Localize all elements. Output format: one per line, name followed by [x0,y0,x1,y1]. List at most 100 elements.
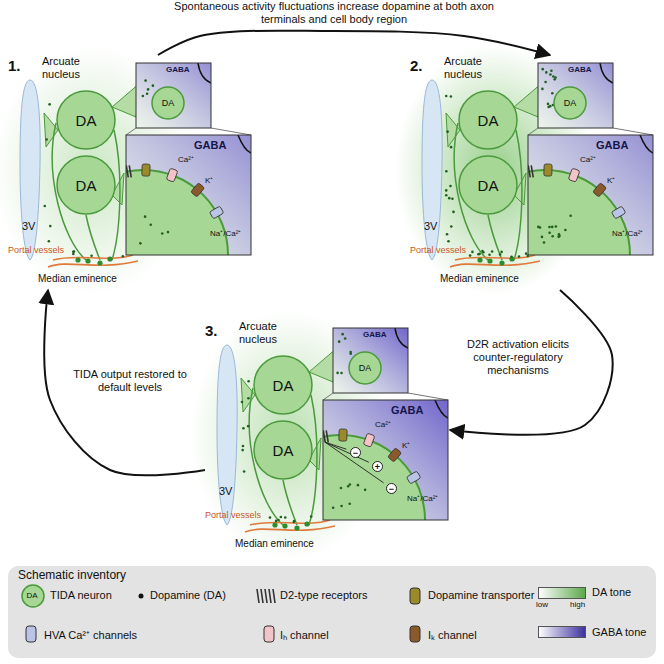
ion-label: K⁺ [205,176,213,185]
dopamine-dot [558,233,561,236]
neuron-membrane [323,435,425,520]
zoom-line [126,128,136,135]
legend-text: Dopamine transporter [428,589,534,601]
ion-label: Ca²⁺ [375,420,391,429]
axon-terminal [107,256,112,261]
dopamine-dot [518,255,521,258]
dopamine-dot [548,226,551,229]
d2-receptor [531,165,533,177]
panel: 1.DADADAArcuate nucleusGABAGABA3VPortal … [8,55,253,290]
dopamine-dot [564,229,567,232]
dopamine-dot [451,197,454,200]
legend-channel [26,626,36,642]
dopamine-dot [48,103,51,106]
dopamine-dot [549,73,552,76]
zoom-line [528,128,538,135]
dopamine-dot [452,211,455,214]
scale-label: low [536,600,548,609]
dopamine-dot [545,71,548,74]
dopamine-dot [49,225,52,228]
dopamine-dot [446,233,449,236]
k-channel [593,183,607,197]
sign-symbol: + [372,461,383,472]
dopamine-dot [340,505,343,508]
dopamine-dot [450,146,453,149]
edge-label: TIDA output restored to default levels [62,368,198,394]
dopamine-dot [357,484,360,487]
legend-text: TIDA neuron [50,589,112,601]
legend-channel [410,626,420,642]
dopamine-dot [44,205,47,208]
inset-frame [323,400,448,520]
gaba-terminal [238,135,251,153]
neuron-outline [554,87,586,119]
dopamine-dot [280,516,283,519]
dopamine-dot [144,215,147,218]
inset-frame [333,328,408,393]
hva-channel [209,206,223,219]
gaba-tone [136,63,211,128]
neuron-label: DA [478,112,499,129]
legend-text: DA tone [592,586,631,598]
scale-label: high [570,600,585,609]
dopamine-dot [446,130,449,133]
inset-frame [136,63,211,128]
gaba-terminal [435,400,448,418]
panel: 3.DADADAArcuate nucleusGABAGABA3VPortal … [205,320,450,555]
neuron-circle: DA [348,351,382,385]
axon-terminal [499,260,504,265]
dopamine-dot [449,185,452,188]
gaba-label: GABA [391,404,423,417]
legend-swatch [539,588,586,599]
dopamine-dot [364,489,367,492]
dopamine-dot [277,519,280,522]
legend-neuron [22,585,44,607]
dopamine-dot [499,253,502,256]
neuron-outline [459,156,517,214]
legend-sample [538,587,586,599]
dopamine-dot [548,232,551,235]
dopamine-dot [537,226,540,229]
dopamine-dot [338,340,341,343]
dopamine-dot [167,231,170,234]
neuron-circle: DA [56,90,116,150]
region-label: Median eminence [440,273,519,285]
ca-channel [568,168,580,182]
k-channel [191,183,205,197]
ion-label: K⁺ [607,176,615,185]
dopamine-dot [543,241,546,244]
region-label: Arcuate nucleus [444,55,516,80]
neuron-outline [57,156,115,214]
axon-terminal [282,523,287,528]
drawing-part [323,400,448,520]
dopamine-dot [152,84,155,87]
dopamine-dot [445,194,448,197]
dopamine-dot [269,516,272,519]
dopamine-dot [445,170,448,173]
neuron-outline [349,352,381,384]
gaba-tone [333,328,408,393]
drawing-part [136,63,211,128]
legend-sample [538,626,586,638]
legend-sample [254,586,276,606]
edge-label: D2R activation elicits counter-regulator… [455,338,581,378]
d2-receptor [129,165,131,177]
inset-ground [333,328,408,393]
dopamine-dot [557,235,560,238]
axon [283,480,297,525]
dopamine-dot [284,516,287,519]
ion-label: K⁺ [402,441,410,450]
portal-vessel [245,526,335,532]
axon-terminal [294,525,299,530]
dopamine-dot [541,88,544,91]
dopamine-dot [551,235,554,238]
signal-line [325,442,383,483]
portal-vessel [450,261,540,267]
neuron-circle: DA [151,86,185,120]
dopamine-transporter [544,164,552,176]
dopamine-dot [450,225,453,228]
portal-vessel [455,255,535,260]
dopamine-dot [547,103,550,106]
dopamine-dot [445,189,448,192]
legend-sample [260,624,278,644]
